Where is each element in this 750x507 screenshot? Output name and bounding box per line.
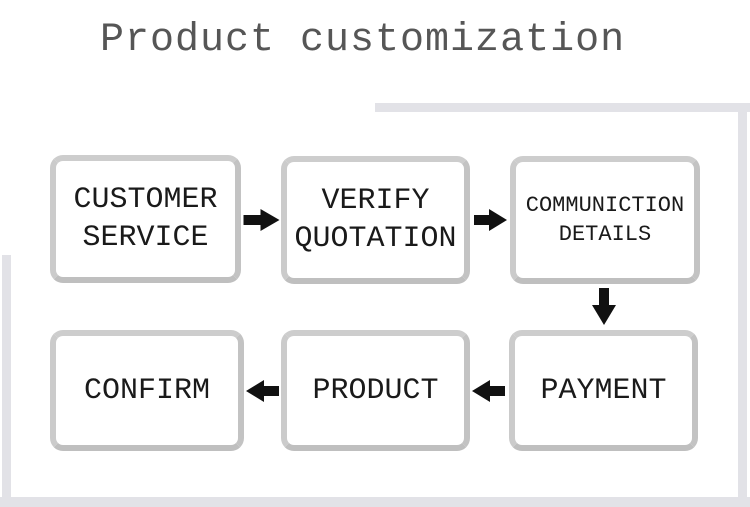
flow-box-communiction-details: COMMUNICTION DETAILS (510, 156, 700, 284)
frame-line-left (2, 255, 11, 507)
flow-box-product: PRODUCT (281, 330, 470, 451)
box-label-line: CONFIRM (83, 373, 211, 408)
arrow-right-icon (474, 209, 507, 231)
arrow-left-icon (246, 380, 279, 402)
box-label-line: PRODUCT (312, 373, 439, 408)
flow-box-payment: PAYMENT (509, 330, 698, 451)
box-label-line: DETAILS (558, 222, 652, 247)
frame-line-right (738, 103, 747, 507)
flow-box-verify-quotation: VERIFY QUOTATION (281, 156, 470, 284)
flow-box-customer-service: CUSTOMER SERVICE (50, 155, 241, 283)
arrow-right-icon (243, 209, 280, 231)
flow-box-confirm: CONFIRM (50, 330, 244, 451)
arrow-left-icon (472, 380, 505, 402)
box-label-line: SERVICE (82, 221, 209, 255)
box-label-line: VERIFY (321, 184, 430, 218)
frame-line-top-right (375, 103, 750, 112)
box-label-line: COMMUNICTION (525, 193, 685, 218)
page-title: Product customization (100, 18, 626, 63)
arrow-down-icon (592, 288, 616, 325)
box-label-line: CUSTOMER (73, 183, 218, 217)
box-label-line: PAYMENT (540, 373, 667, 408)
frame-line-bottom (0, 497, 750, 507)
box-label-line: QUOTATION (294, 222, 457, 256)
